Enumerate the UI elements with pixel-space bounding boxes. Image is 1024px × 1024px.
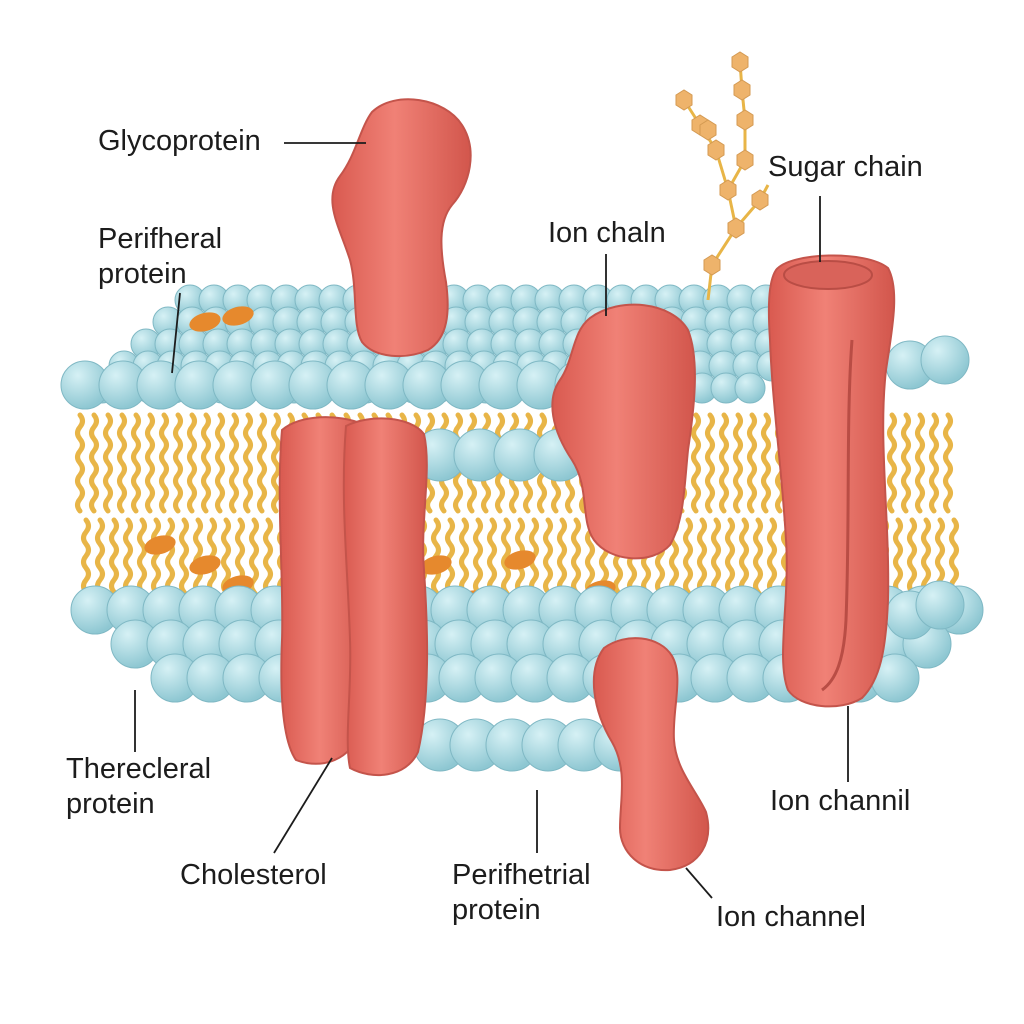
sugar-unit [727, 217, 745, 239]
lipid-tail [271, 412, 281, 514]
sugar-unit [703, 254, 721, 276]
sugar-chain-molecule [675, 51, 770, 301]
lipid-tail [75, 412, 85, 514]
lipid-tail [145, 412, 155, 514]
lipid-tail [691, 412, 701, 514]
lipid-tail [103, 412, 113, 514]
lipid-tail [901, 412, 911, 514]
lipid-tail [201, 412, 211, 514]
ion-channil-shape [767, 254, 896, 708]
sugar-unit [751, 189, 769, 211]
lipid-tail [243, 412, 253, 514]
label-ion-channel: Ion channel [716, 901, 866, 933]
sugar-unit [719, 179, 737, 201]
sugar-unit [736, 109, 754, 131]
lipid-tail [915, 412, 925, 514]
transmembrane-protein-right-shape [342, 417, 429, 777]
lipid-tail [131, 412, 141, 514]
label-cholesterol: Cholesterol [180, 859, 327, 891]
label-ion-channil: Ion channil [770, 785, 911, 817]
lipid-tail [257, 412, 267, 514]
sugar-unit [675, 89, 693, 111]
label-peripheral-protein-top-line1: Perifheral [98, 223, 223, 255]
peripheral-top-leader-line [171, 292, 181, 374]
cholesterol-molecule [189, 312, 221, 332]
sugar-unit [731, 51, 749, 73]
label-glycoprotein: Glycoprotein [98, 125, 261, 157]
label-therecleral-protein-line2: protein [66, 788, 155, 820]
sugar-unit [736, 149, 754, 171]
cholesterol-leader-line [273, 757, 333, 854]
cholesterol-molecule [222, 306, 254, 326]
lipid-tail [733, 412, 743, 514]
label-perifhetrial-protein-line2: protein [452, 894, 541, 926]
lipid-tail [229, 412, 239, 514]
lipid-tail [89, 412, 99, 514]
label-sugar-chain: Sugar chain [768, 151, 923, 183]
lipid-tail [705, 412, 715, 514]
label-therecleral-protein-line1: Therecleral [66, 753, 212, 785]
lipid-tail [187, 412, 197, 514]
glycoprotein-shape [331, 98, 472, 358]
label-peripheral-protein-top-line2: protein [98, 258, 187, 290]
ion-channel-leader-line [685, 867, 713, 899]
sugar-unit [699, 119, 717, 141]
lipid-tail [929, 412, 939, 514]
lipid-tail [173, 412, 183, 514]
cholesterol-molecule [420, 555, 452, 575]
cholesterol-molecule [504, 550, 536, 570]
lipid-tail [887, 412, 897, 514]
sugar-unit [707, 139, 725, 161]
ion-channil-groove [821, 339, 854, 692]
label-ion-chain: Ion chaln [548, 217, 666, 249]
ion-channel-shape [592, 637, 710, 872]
cholesterol-molecule [144, 535, 176, 555]
lipid-tail [719, 412, 729, 514]
label-perifhetrial-protein-line1: Perifhetrial [452, 859, 591, 891]
sugar-unit [733, 79, 751, 101]
lipid-tail [761, 412, 771, 514]
phospholipid-head [734, 372, 766, 404]
lipid-tail [747, 412, 757, 514]
phospholipid-head [920, 335, 970, 385]
ion-channil-pore [783, 260, 873, 290]
phospholipid-head [915, 580, 965, 630]
ion-chain-protein-shape [551, 303, 696, 560]
leader-lines [134, 142, 849, 899]
lipid-tail [159, 412, 169, 514]
lipid-tail [215, 412, 225, 514]
lipid-tail [943, 412, 953, 514]
lipid-tail [117, 412, 127, 514]
cholesterol-molecule [189, 555, 221, 575]
